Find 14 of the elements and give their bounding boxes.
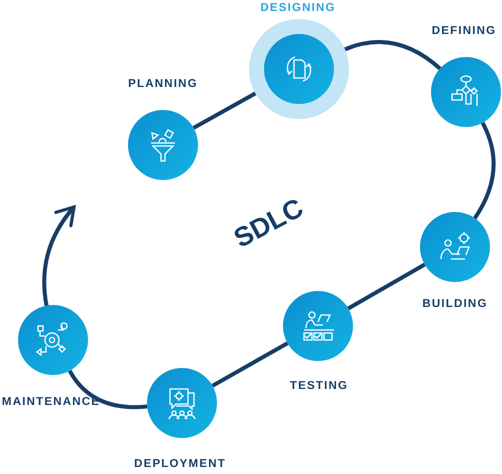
connector-line xyxy=(212,341,288,388)
stage-label: DESIGNING xyxy=(260,2,336,14)
connector-line xyxy=(192,92,256,130)
arrow xyxy=(42,205,76,306)
connector-line xyxy=(344,40,442,70)
stage-label: MAINTENANCE xyxy=(2,396,100,408)
stage-label: TESTING xyxy=(290,380,348,392)
stage-label: DEFINING xyxy=(432,25,496,37)
stage-label: DEPLOYMENT xyxy=(134,458,226,470)
stage-label: BUILDING xyxy=(422,298,488,310)
connector-line xyxy=(347,262,426,310)
connector-line xyxy=(68,370,148,410)
stage-label: PLANNING xyxy=(128,78,198,90)
connector-line xyxy=(473,122,496,220)
